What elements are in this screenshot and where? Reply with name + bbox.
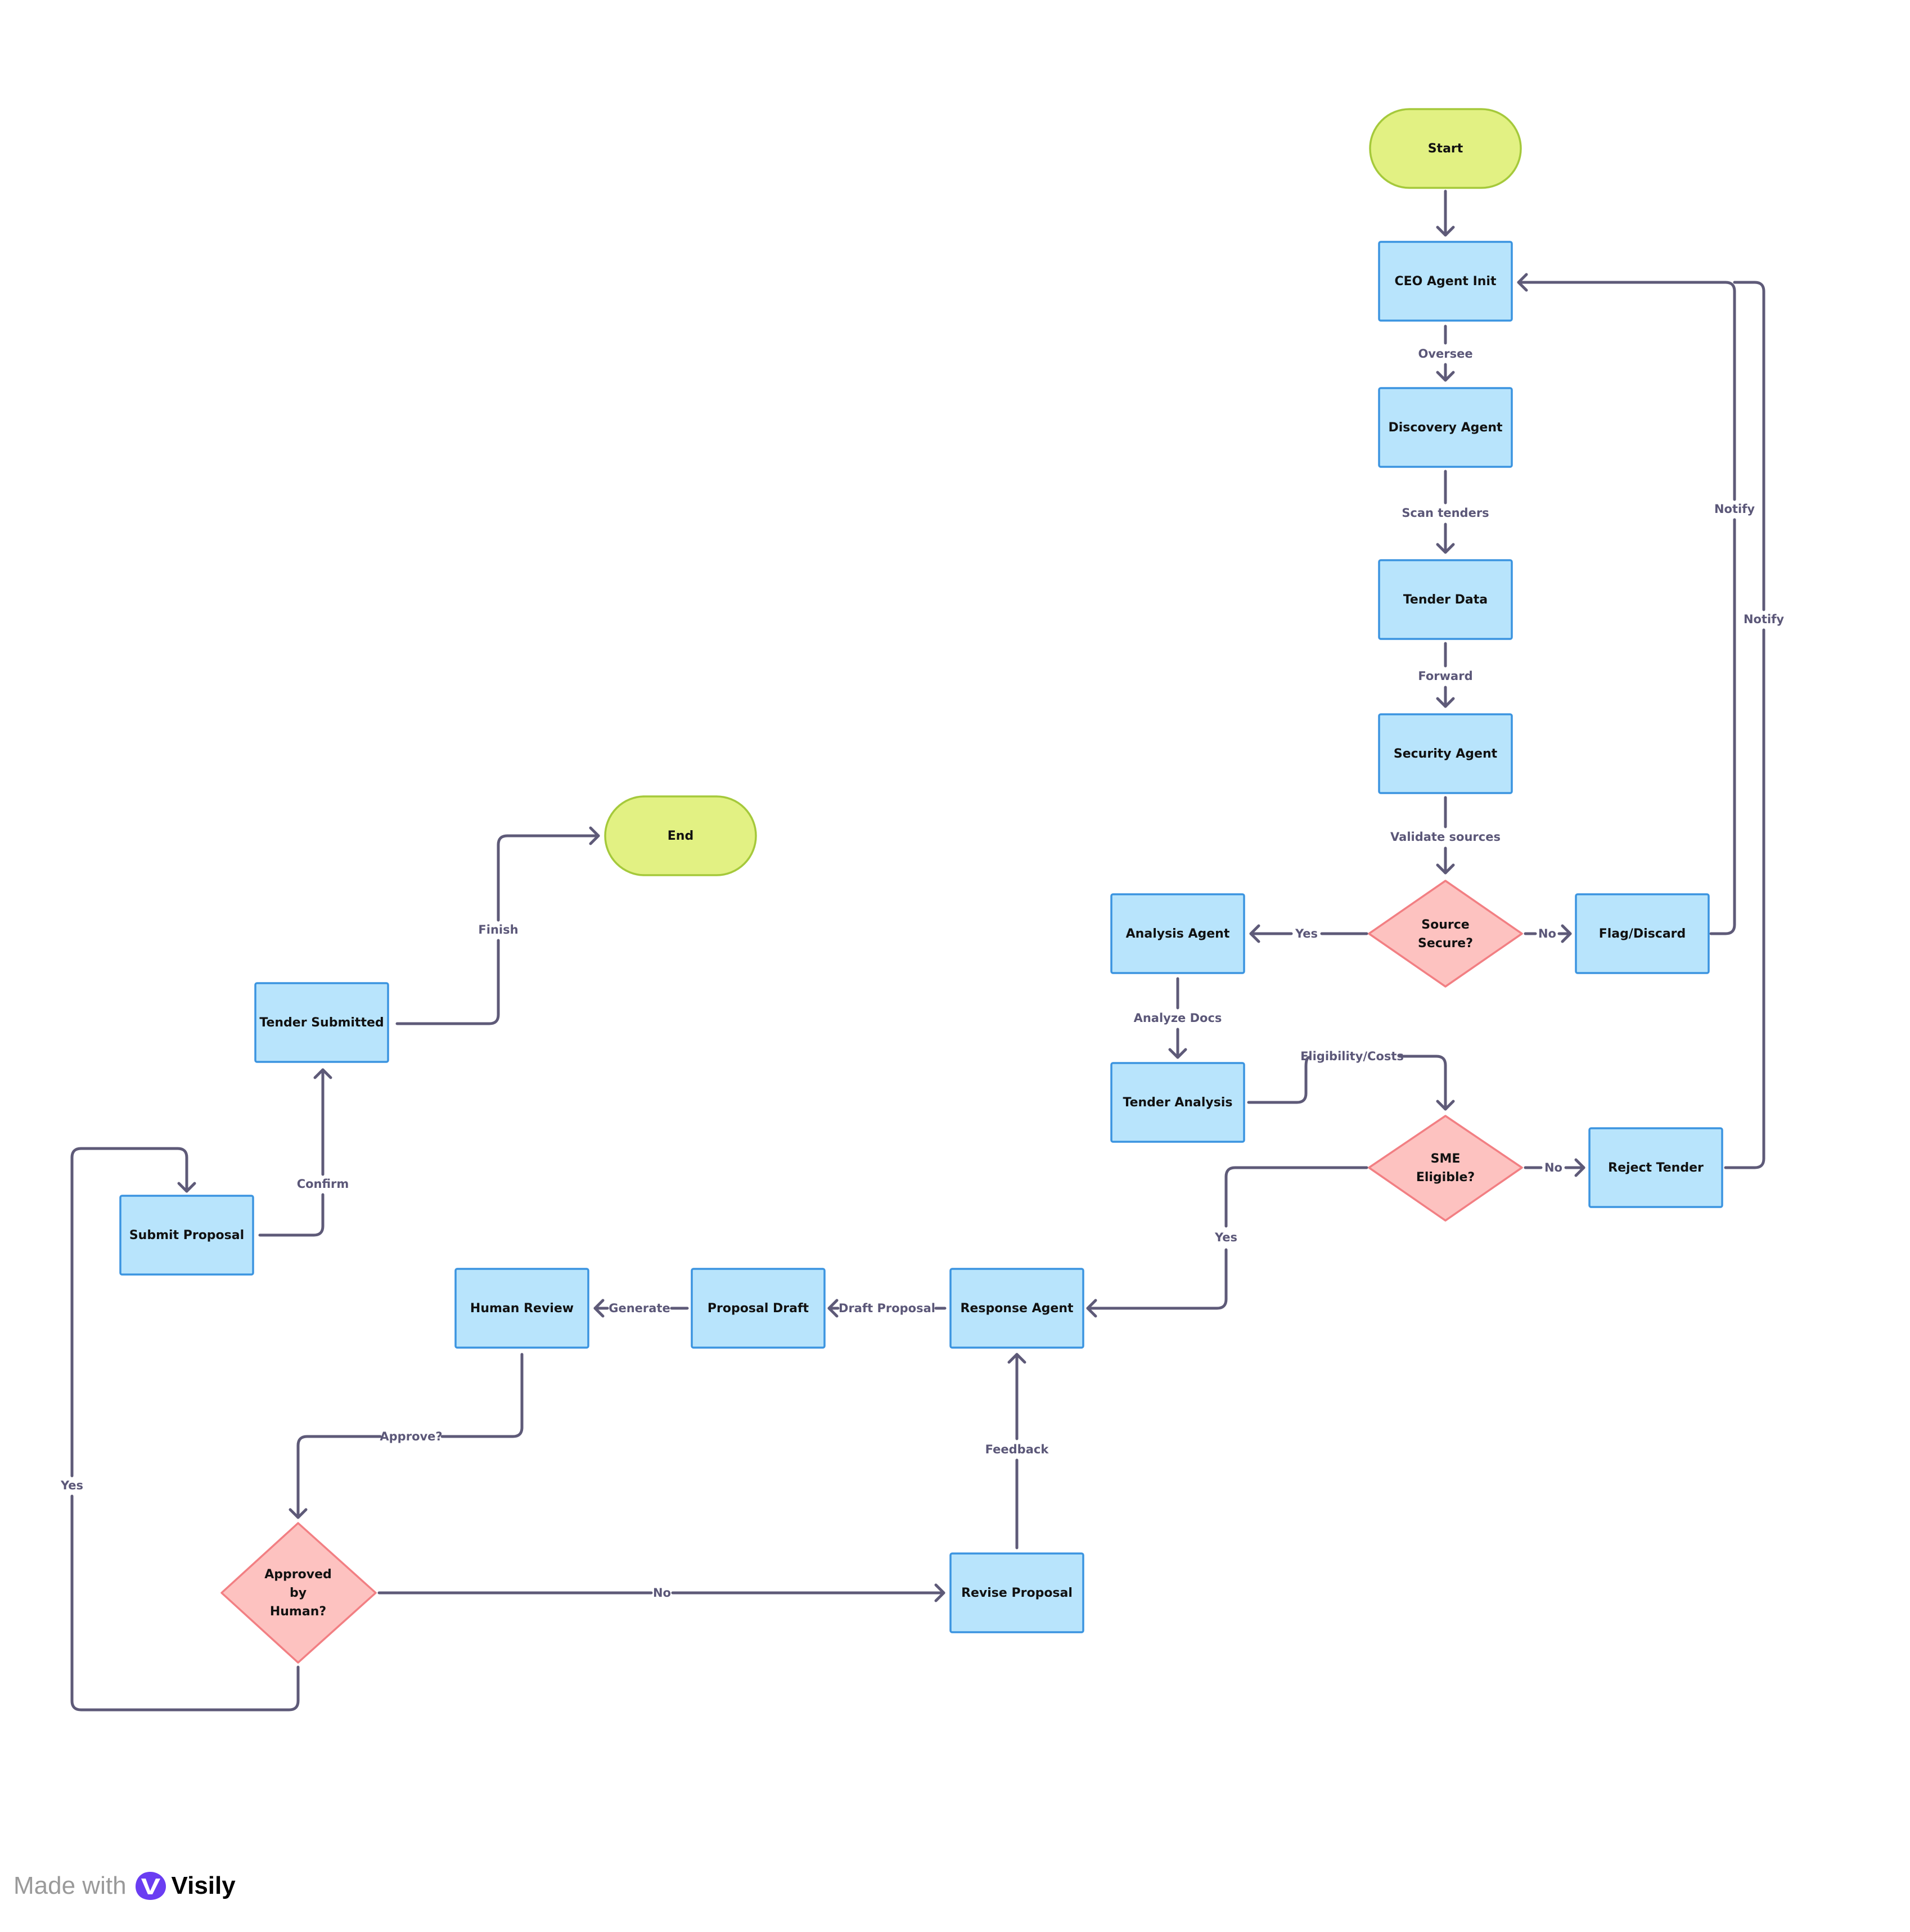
node-label: Discovery Agent <box>1388 421 1503 435</box>
node-label: Human Review <box>470 1301 574 1316</box>
edge-finish <box>395 834 600 1025</box>
node-label: CEO Agent Init <box>1395 274 1497 289</box>
edge-sme-yes <box>1086 1166 1368 1310</box>
node-label: Reject Tender <box>1608 1161 1704 1175</box>
arrowhead <box>827 1299 839 1318</box>
node-reject-tender[interactable]: Reject Tender <box>1588 1127 1723 1208</box>
edge-label-approved-yes: Yes <box>60 1479 83 1492</box>
arrowhead <box>1168 1048 1187 1059</box>
made-with-visily-watermark[interactable]: Made with Visily <box>13 1866 236 1906</box>
edge-label-confirm: Confirm <box>297 1177 349 1191</box>
watermark-brand: Visily <box>171 1872 236 1899</box>
edge-label-notify-reject: Notify <box>1744 613 1784 626</box>
node-label-line-3: Human? <box>270 1605 326 1619</box>
node-label-line-2: Eligible? <box>1416 1170 1475 1185</box>
node-proposal-draft[interactable]: Proposal Draft <box>691 1268 826 1349</box>
visily-logo-icon <box>135 1872 166 1900</box>
edge-label-validate-sources: Validate sources <box>1390 830 1501 844</box>
node-label-line-2: by <box>290 1586 307 1600</box>
node-label: Response Agent <box>960 1301 1074 1316</box>
node-end[interactable]: End <box>604 795 757 876</box>
arrowhead <box>177 1182 196 1193</box>
node-sme-eligible[interactable]: SME Eligible? <box>1368 1115 1523 1222</box>
edge-label-feedback: Feedback <box>985 1443 1049 1456</box>
edge-label-scan-tenders: Scan tenders <box>1402 506 1489 520</box>
node-label: Submit Proposal <box>129 1228 244 1242</box>
edge-eligibility-costs <box>1247 1055 1447 1111</box>
node-response-agent[interactable]: Response Agent <box>949 1268 1084 1349</box>
node-start[interactable]: Start <box>1369 108 1522 189</box>
node-approved-by-human[interactable]: Approved by Human? <box>220 1522 377 1664</box>
arrowhead <box>589 826 600 845</box>
node-label: End <box>668 829 693 843</box>
node-source-secure[interactable]: Source Secure? <box>1368 880 1523 988</box>
arrowhead <box>1561 924 1572 943</box>
arrowhead <box>1436 226 1455 237</box>
arrowhead <box>1436 543 1455 554</box>
edge-label-source-yes: Yes <box>1295 927 1318 940</box>
arrowhead <box>1249 924 1260 943</box>
node-flag-discard[interactable]: Flag/Discard <box>1575 893 1710 974</box>
node-label: Tender Analysis <box>1123 1096 1233 1110</box>
node-label: Start <box>1428 142 1463 156</box>
node-label: Security Agent <box>1394 747 1498 761</box>
node-revise-proposal[interactable]: Revise Proposal <box>949 1552 1084 1633</box>
edge-approved-yes <box>70 1147 300 1712</box>
edge-notify-flag <box>1517 281 1736 935</box>
node-tender-analysis[interactable]: Tender Analysis <box>1110 1062 1245 1143</box>
node-ceo-agent-init[interactable]: CEO Agent Init <box>1378 241 1513 322</box>
node-tender-data[interactable]: Tender Data <box>1378 559 1513 640</box>
arrowhead <box>1574 1158 1585 1177</box>
arrowhead <box>1436 371 1455 382</box>
edge-label-finish: Finish <box>478 923 518 936</box>
node-discovery-agent[interactable]: Discovery Agent <box>1378 387 1513 468</box>
watermark-prefix: Made with <box>13 1872 127 1899</box>
node-label: Tender Submitted <box>259 1016 384 1030</box>
edges <box>70 190 1765 1712</box>
edge-approve <box>296 1353 524 1519</box>
node-label: Revise Proposal <box>961 1586 1073 1600</box>
edge-label-oversee: Oversee <box>1418 347 1472 361</box>
node-label-line-1: Source <box>1421 918 1469 932</box>
edge-label-draft-proposal: Draft Proposal <box>839 1301 935 1315</box>
edge-label-generate: Generate <box>609 1301 670 1315</box>
arrowhead <box>289 1508 308 1519</box>
arrowhead <box>1436 863 1455 875</box>
edge-labels: Oversee Scan tenders Forward Validate so… <box>60 347 1784 1600</box>
edge-label-approve: Approve? <box>380 1430 442 1443</box>
edge-label-source-no: No <box>1538 927 1556 940</box>
arrowhead <box>593 1299 605 1318</box>
node-label-line-1: SME <box>1431 1152 1461 1166</box>
node-label: Analysis Agent <box>1126 927 1230 941</box>
edge-label-forward: Forward <box>1418 669 1472 683</box>
edge-label-eligibility-costs: Eligibility/Costs <box>1300 1050 1404 1063</box>
edge-notify-reject <box>1724 281 1765 1169</box>
node-label: Proposal Draft <box>708 1301 809 1316</box>
node-human-review[interactable]: Human Review <box>454 1268 589 1349</box>
nodes: Start End CEO Agent Init Discovery Agent… <box>119 108 1723 1664</box>
node-submit-proposal[interactable]: Submit Proposal <box>119 1195 254 1276</box>
edge-confirm <box>258 1068 325 1237</box>
node-tender-submitted[interactable]: Tender Submitted <box>254 982 389 1063</box>
arrowhead <box>934 1583 945 1602</box>
edge-label-sme-yes: Yes <box>1214 1231 1237 1244</box>
node-security-agent[interactable]: Security Agent <box>1378 713 1513 794</box>
edge-label-analyze-docs: Analyze Docs <box>1134 1011 1222 1025</box>
arrowhead <box>1436 1100 1455 1111</box>
node-label-line-1: Approved <box>264 1568 332 1582</box>
arrowhead <box>1086 1299 1097 1318</box>
node-label: Tender Data <box>1403 593 1488 607</box>
node-label-line-2: Secure? <box>1418 936 1473 951</box>
node-label: Flag/Discard <box>1599 927 1686 941</box>
node-analysis-agent[interactable]: Analysis Agent <box>1110 893 1245 974</box>
arrowhead <box>1007 1353 1026 1364</box>
edge-label-sme-no: No <box>1544 1161 1562 1174</box>
arrowhead <box>1517 273 1528 292</box>
edge-label-notify-flag: Notify <box>1714 502 1755 516</box>
arrowhead <box>1436 697 1455 708</box>
arrowhead <box>313 1068 332 1079</box>
edge-label-approved-no: No <box>653 1586 671 1600</box>
